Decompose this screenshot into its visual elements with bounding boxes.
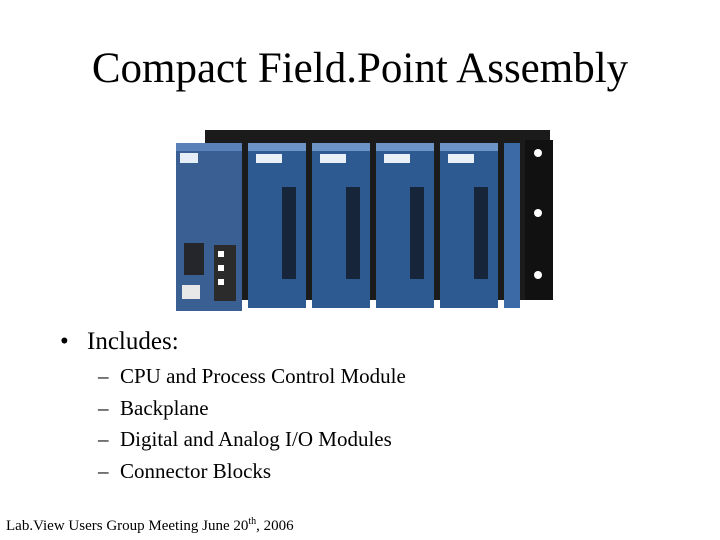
list-item: –Connector Blocks xyxy=(98,459,406,491)
footer-year: , 2006 xyxy=(256,518,294,534)
footer-text: Lab.View Users Group Meeting June 20 xyxy=(6,518,249,534)
list-item-text: Backplane xyxy=(120,395,209,420)
dash-marker: – xyxy=(98,427,109,451)
slide-title: Compact Field.Point Assembly xyxy=(91,45,629,92)
bullet-marker: • xyxy=(60,328,69,355)
list-item-text: CPU and Process Control Module xyxy=(120,364,406,388)
list-item-text: Digital and Analog I/O Modules xyxy=(120,427,392,451)
footer-superscript: th xyxy=(248,516,257,527)
dash-marker: – xyxy=(98,458,109,483)
dash-marker: – xyxy=(98,364,109,388)
bullet-includes: • Includes: xyxy=(60,328,179,356)
compact-fieldpoint-photo xyxy=(176,130,553,311)
list-item-text: Connector Blocks xyxy=(120,458,272,483)
list-item: –Backplane xyxy=(98,396,406,428)
dash-marker: – xyxy=(98,395,109,420)
list-item: –CPU and Process Control Module xyxy=(98,364,406,396)
bullet-text: Includes: xyxy=(87,328,179,355)
list-item: –Digital and Analog I/O Modules xyxy=(98,427,406,459)
slide-footer: Lab.View Users Group Meeting June 20th, … xyxy=(6,516,294,535)
sub-item-list: –CPU and Process Control Module –Backpla… xyxy=(98,364,406,490)
